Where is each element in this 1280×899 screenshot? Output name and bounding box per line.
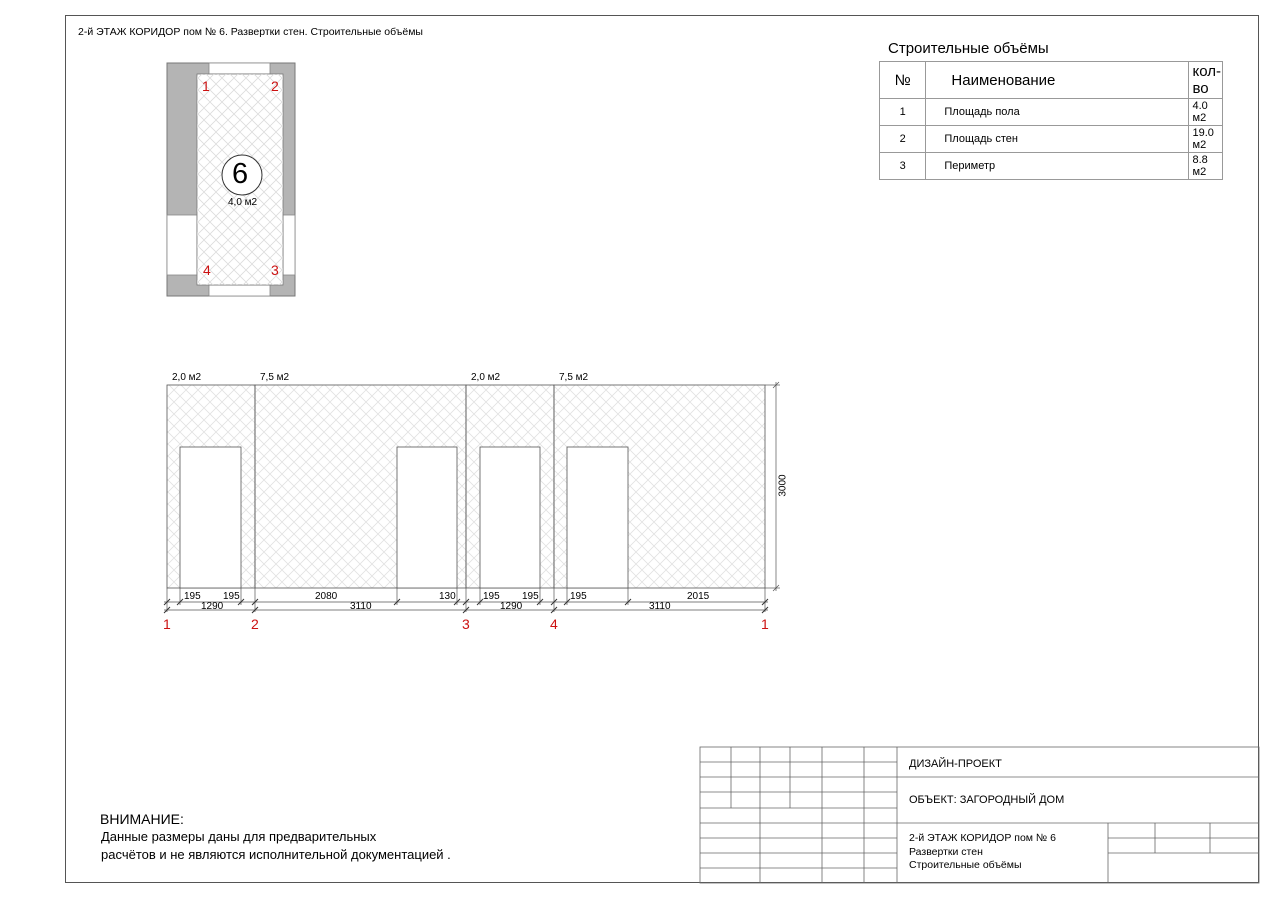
elevation-corner-label: 1 <box>761 616 769 632</box>
elevation-corner-label: 2 <box>251 616 259 632</box>
sub-dimension-label: 130 <box>439 591 456 602</box>
row-name: Периметр <box>925 152 1189 180</box>
table-row: 3 Периметр 8.8 м2 <box>878 152 1223 180</box>
volumes-table-header: № Наименование кол-во <box>878 61 1223 99</box>
wall-dimension-label: 1290 <box>201 601 224 612</box>
plan-opening-left <box>166 214 198 276</box>
sub-dimension-label: 195 <box>570 591 587 602</box>
sub-dimension-label: 195 <box>522 591 539 602</box>
volumes-table-title: Строительные объёмы <box>888 40 1049 57</box>
notice-title: ВНИМАНИЕ: <box>100 811 184 827</box>
notice-line-1: Данные размеры даны для предварительных <box>101 829 377 844</box>
col-header-name: Наименование <box>925 61 1189 99</box>
wall-area-label: 7,5 м2 <box>260 372 290 383</box>
wall-dimension-label: 3110 <box>649 601 671 612</box>
elevation-corner-label: 3 <box>462 616 470 632</box>
sheet-header: 2-й ЭТАЖ КОРИДОР пом № 6. Развертки стен… <box>78 26 423 38</box>
notice-line-2: расчётов и не являются исполнительной до… <box>101 847 451 862</box>
row-qty: 8.8 м2 <box>1187 152 1223 180</box>
wall-area-label: 7,5 м2 <box>559 372 589 383</box>
room-marker-circle <box>221 154 263 196</box>
door-opening-4 <box>566 446 629 589</box>
title-block-desc-3: Строительные объёмы <box>909 859 1022 871</box>
wall-area-label: 2,0 м2 <box>172 372 202 383</box>
title-block-project: ДИЗАЙН-ПРОЕКТ <box>909 758 1002 770</box>
title-block-desc-1: 2-й ЭТАЖ КОРИДОР пом № 6 <box>909 832 1056 844</box>
door-opening-1 <box>179 446 242 589</box>
height-dimension <box>765 381 780 592</box>
sub-dimension-label: 195 <box>223 591 240 602</box>
sub-dimension-label: 2015 <box>687 591 710 602</box>
wall-dimension-label: 3110 <box>350 601 372 612</box>
col-header-qty: кол-во <box>1187 61 1223 99</box>
elevation-corner-label: 1 <box>163 616 171 632</box>
elevation-corner-label: 4 <box>550 616 558 632</box>
table-row: 1 Площадь пола 4.0 м2 <box>878 98 1223 126</box>
sub-dimension-label: 195 <box>184 591 201 602</box>
door-opening-2 <box>396 446 458 589</box>
drawing-sheet <box>65 15 1259 883</box>
plan-corner-3: 3 <box>271 262 279 278</box>
sub-dimension-label: 2080 <box>315 591 338 602</box>
room-number: 6 <box>232 158 249 190</box>
title-block-desc-2: Развертки стен <box>909 846 983 858</box>
wall-area-label: 2,0 м2 <box>471 372 501 383</box>
col-header-number: № <box>878 61 927 99</box>
volumes-table: № Наименование кол-во 1 Площадь пола 4.0… <box>878 61 1223 180</box>
row-number: 3 <box>878 152 927 180</box>
dimension-ticks <box>163 598 769 614</box>
plan-corner-2: 2 <box>271 78 279 94</box>
plan-corner-1: 1 <box>202 78 210 94</box>
door-opening-3 <box>479 446 541 589</box>
plan-corner-4: 4 <box>203 262 211 278</box>
wall-dimension-label: 1290 <box>500 601 523 612</box>
title-block-object: ОБЪЕКТ: ЗАГОРОДНЫЙ ДОМ <box>909 794 1065 806</box>
room-area: 4,0 м2 <box>228 197 258 208</box>
row-name: Площадь пола <box>925 98 1189 126</box>
sub-dimension-label: 195 <box>483 591 500 602</box>
row-qty: 4.0 м2 <box>1187 98 1223 126</box>
